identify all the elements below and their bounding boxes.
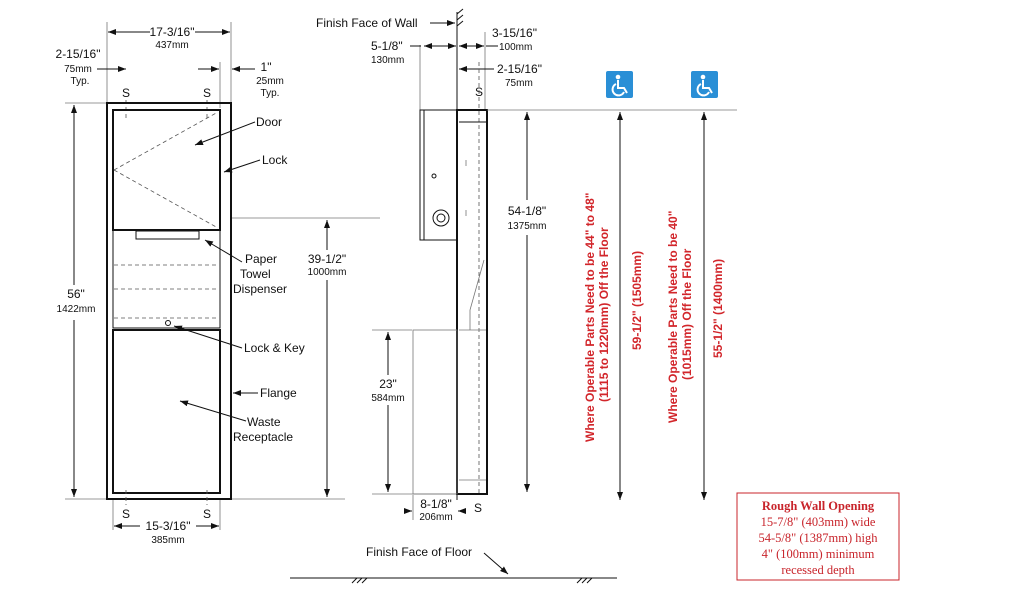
left-dim-mm: 75mm: [64, 64, 92, 75]
right-dim-typ: Typ.: [261, 88, 280, 99]
left-dim-typ: Typ.: [71, 76, 90, 87]
ada-note-2b: (1015mm) Off the Floor: [680, 248, 694, 380]
h2-dim: 39-1/2": [308, 252, 346, 266]
ada-section: Where Operable Parts Need to be 44" to 4…: [583, 71, 725, 500]
label-lock: Lock: [262, 153, 288, 167]
right-dim-mm: 25mm: [256, 76, 284, 87]
bottom-width-dim: 15-3/16": [146, 519, 191, 533]
projection-dim: 3-15/16": [492, 26, 537, 40]
accessibility-icon: [691, 71, 718, 98]
rough-wall-opening-box: Rough Wall Opening 15-7/8" (403mm) wide …: [736, 492, 900, 581]
bottom-depth-dim-mm: 206mm: [419, 512, 452, 523]
depth-dim: 5-1/8": [371, 39, 403, 53]
screw-offset-dim: 2-15/16": [497, 62, 542, 76]
waste-panel: [112, 329, 221, 494]
rough-opening-width: 15-7/8" (403mm) wide: [761, 515, 876, 529]
ada-note-1b: (1115 to 1220mm) Off the Floor: [597, 227, 611, 402]
finish-face-wall-label: Finish Face of Wall: [316, 16, 418, 30]
h23-dim: 23": [379, 377, 397, 391]
h23-dim-mm: 584mm: [371, 393, 404, 404]
label-paper: Paper: [245, 252, 277, 266]
flange-outline: [106, 102, 232, 500]
height-dim-mm: 1375mm: [508, 221, 547, 232]
recessed-body: [456, 109, 488, 495]
label-waste: Waste: [247, 415, 281, 429]
label-flange: Flange: [260, 386, 297, 400]
label-door: Door: [256, 115, 282, 129]
screw-mark: S: [122, 507, 130, 521]
finish-face-floor-label: Finish Face of Floor: [366, 545, 472, 559]
ada-note-1a: Where Operable Parts Need to be 44" to 4…: [583, 193, 597, 442]
ada-dim-2: 55-1/2" (1400mm): [711, 259, 725, 358]
rough-opening-depth-note: recessed depth: [781, 563, 855, 577]
rough-opening-title: Rough Wall Opening: [762, 499, 875, 513]
bottom-width-dim-mm: 385mm: [151, 535, 184, 546]
screw-offset-dim-mm: 75mm: [505, 78, 533, 89]
screw-mark: S: [203, 507, 211, 521]
side-view: Finish Face of Wall 5-1/8" 130mm 3-15/16…: [290, 8, 737, 584]
height-dim-mm: 1422mm: [57, 304, 96, 315]
depth-dim-mm: 130mm: [371, 55, 404, 66]
h2-dim-mm: 1000mm: [308, 267, 347, 278]
rough-opening-depth: 4" (100mm) minimum: [762, 547, 875, 561]
label-dispenser: Dispenser: [233, 282, 287, 296]
right-dim: 1": [261, 60, 272, 74]
ada-dim-1: 59-1/2" (1505mm): [630, 251, 644, 350]
left-dim: 2-15/16": [56, 47, 101, 61]
label-towel: Towel: [240, 267, 271, 281]
label-receptacle: Receptacle: [233, 430, 293, 444]
width-dim: 17-3/16": [150, 25, 195, 39]
width-dim-mm: 437mm: [155, 40, 188, 51]
screw-mark: S: [122, 86, 130, 100]
screw-mark: S: [474, 501, 482, 515]
label-lock-key: Lock & Key: [244, 341, 305, 355]
height-dim: 56": [67, 287, 85, 301]
height-dim: 54-1/8": [508, 204, 546, 218]
accessibility-icon: [606, 71, 633, 98]
rough-opening-height: 54-5/8" (1387mm) high: [759, 531, 879, 545]
door-panel: [112, 109, 221, 231]
screw-mark: S: [203, 86, 211, 100]
front-view: 17-3/16" 437mm 2-15/16" 75mm Typ. 1" 25m…: [56, 22, 380, 546]
bottom-depth-dim: 8-1/8": [420, 497, 452, 511]
projection-dim-mm: 100mm: [499, 42, 532, 53]
ada-note-2a: Where Operable Parts Need to be 40": [666, 211, 680, 423]
